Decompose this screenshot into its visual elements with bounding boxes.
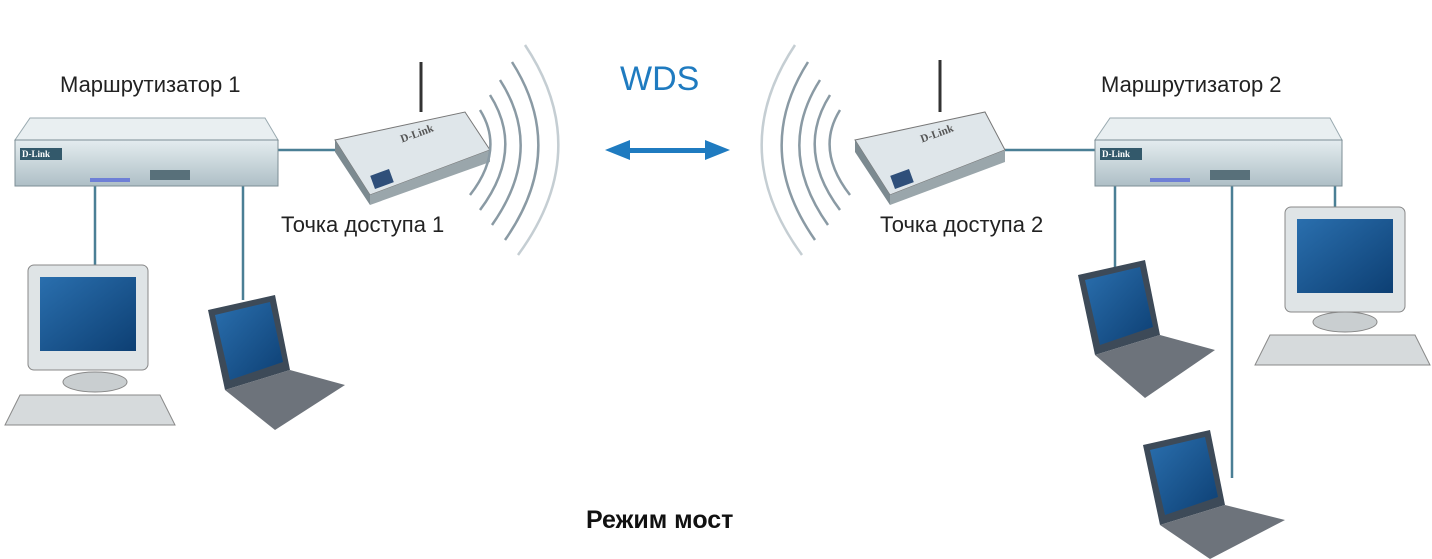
access-point-2 bbox=[854, 60, 1006, 205]
access-point-1 bbox=[334, 62, 491, 205]
desktop-computer-1 bbox=[4, 264, 176, 426]
router-2-brand-logo: D-Link bbox=[1102, 149, 1131, 159]
router-2-label: Маршрутизатор 2 bbox=[1101, 72, 1282, 97]
laptop-3 bbox=[1143, 430, 1285, 559]
diagram-title: WDS bbox=[620, 60, 700, 98]
router-1-label: Маршрутизатор 1 bbox=[60, 72, 241, 97]
bidirectional-arrow-icon bbox=[605, 140, 730, 160]
wireless-waves-ap1 bbox=[469, 44, 560, 256]
router-1-brand-logo: D-Link bbox=[22, 149, 51, 159]
access-point-1-label: Точка доступа 1 bbox=[281, 212, 445, 237]
router-1 bbox=[14, 117, 279, 187]
router-2 bbox=[1094, 117, 1343, 187]
access-point-2-label: Точка доступа 2 bbox=[880, 212, 1044, 237]
network-cables bbox=[93, 148, 1337, 478]
desktop-computer-2 bbox=[1254, 206, 1431, 366]
laptop-1 bbox=[208, 295, 345, 430]
diagram-caption: Режим мост bbox=[586, 506, 734, 534]
wireless-waves-ap2 bbox=[760, 44, 851, 256]
laptop-2 bbox=[1078, 260, 1215, 398]
